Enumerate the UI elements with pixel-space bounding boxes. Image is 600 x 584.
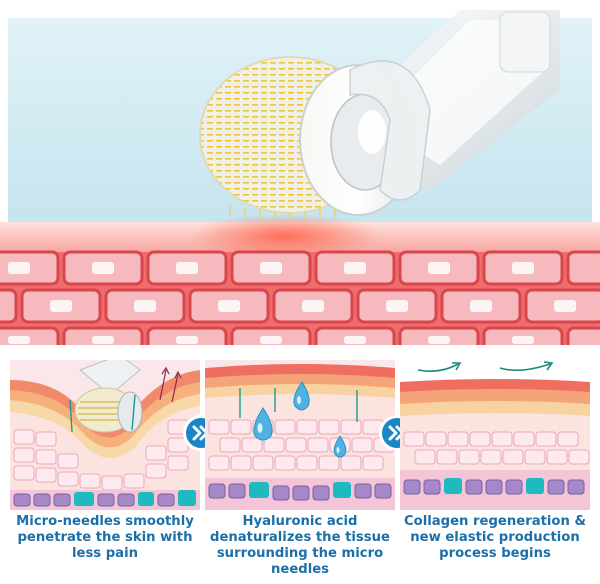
growth-arrow-icon [417, 361, 554, 372]
hero-illustration [0, 0, 600, 345]
water-droplet-icon [253, 381, 347, 458]
derma-roller-on-skin-illustration [0, 0, 600, 345]
step-captions: Micro-needles smoothly penetrate the ski… [0, 514, 600, 584]
step-2-caption: Hyaluronic acid denaturalizes the tissue… [210, 514, 390, 577]
step-3-caption: Collagen regeneration & new elastic prod… [404, 514, 586, 561]
process-steps [0, 360, 600, 510]
step-2-illustration [205, 360, 395, 510]
step-1-illustration [10, 360, 200, 510]
derma-roller [199, 10, 560, 222]
skin-cell-rows [0, 250, 600, 345]
step-1-caption: Micro-needles smoothly penetrate the ski… [16, 514, 194, 561]
mini-roller-icon [74, 360, 143, 433]
step-3-illustration [400, 360, 590, 510]
